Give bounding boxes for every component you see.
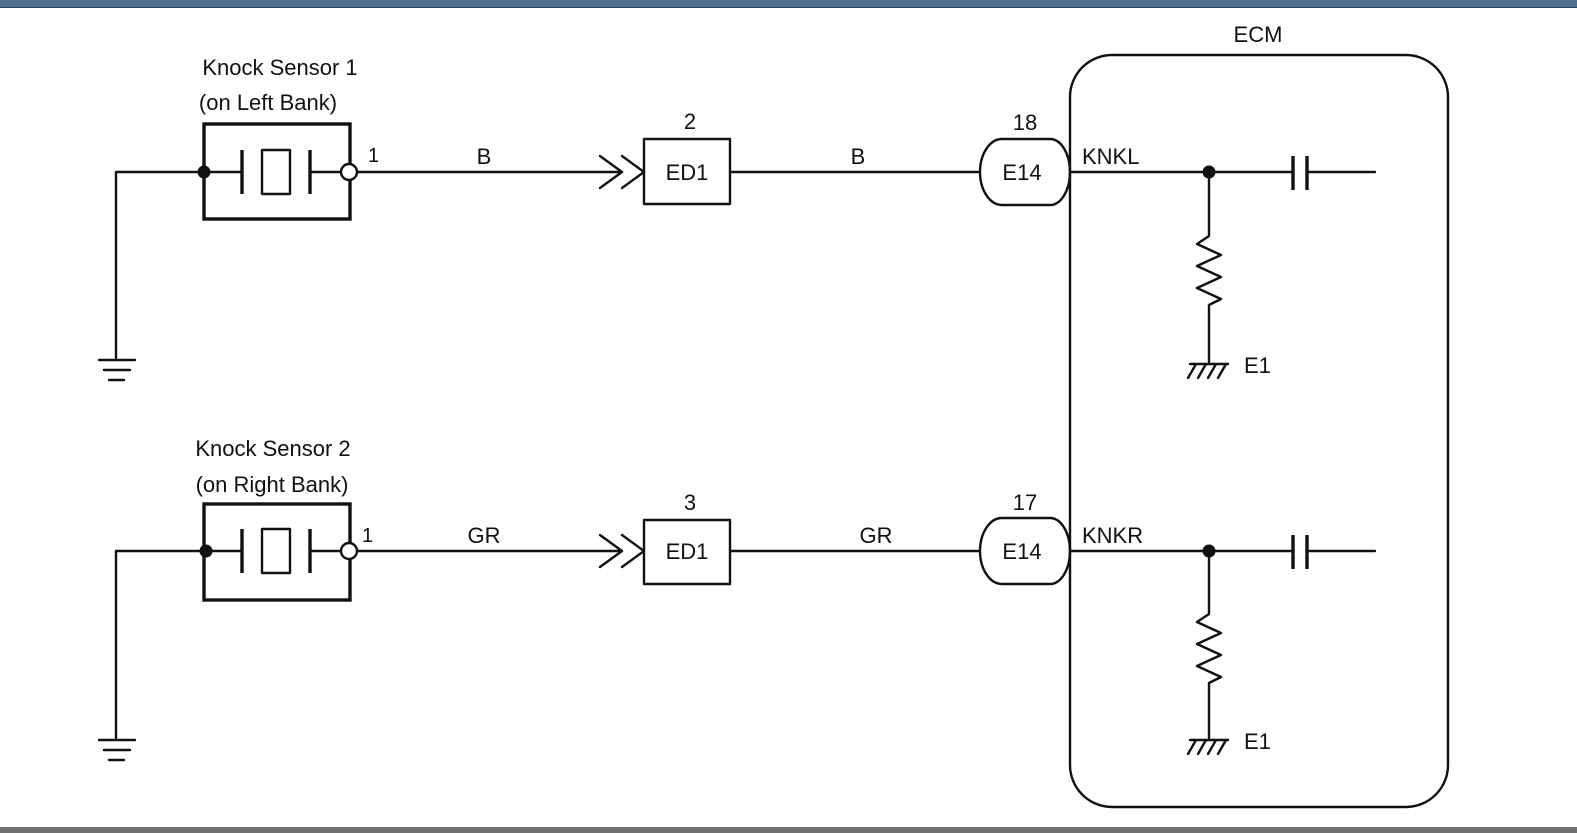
ecm-box [1068, 53, 1450, 809]
sensor1-connector-pin: 2 [684, 109, 696, 134]
circuit-knock-sensor-1: Knock Sensor 1 (on Left Bank) 1 B [97, 55, 1377, 382]
sensor2-wire-color-1: GR [468, 523, 501, 548]
circuit-knock-sensor-2: Knock Sensor 2 (on Right Bank) 1 GR [97, 436, 1377, 762]
sensor1-wire-color-1: B [477, 144, 492, 169]
piezo-element-icon [202, 148, 342, 196]
sensor2-ecm-pin: 17 [1013, 490, 1037, 515]
window-bottom-bar [0, 827, 1577, 833]
sensor2-ground-wire [114, 549, 208, 740]
window-top-bar [0, 0, 1577, 7]
resistor-icon [1195, 170, 1223, 364]
piezo-element-icon [204, 527, 342, 575]
sensor2-wire-color-2: GR [860, 523, 893, 548]
sensor2-signal: KNKR [1082, 523, 1143, 548]
resistor-icon [1195, 549, 1223, 740]
sensor1-ground-wire [114, 170, 206, 360]
sensor2-connector: ED1 [666, 539, 709, 564]
sensor2-title: Knock Sensor 2 [195, 436, 350, 461]
sensor2-pin: 1 [362, 525, 373, 547]
sensor2-ecm-connector-box [978, 516, 1072, 586]
capacitor-icon [1291, 535, 1377, 569]
ecm-label: ECM [1234, 22, 1283, 47]
sensor2-terminal-icon [339, 541, 359, 561]
chassis-ground-icon [1186, 738, 1230, 756]
ground-icon [97, 738, 137, 762]
sensor1-ecm-connector: E14 [1002, 160, 1041, 185]
sensor1-ecm-connector-box [978, 137, 1072, 207]
sensor2-ecm-connector: E14 [1002, 539, 1041, 564]
sensor1-title: Knock Sensor 1 [202, 55, 357, 80]
sensor1-ecm-pin: 18 [1013, 110, 1037, 135]
sensor1-ground: E1 [1244, 353, 1271, 378]
chassis-ground-icon [1186, 362, 1230, 380]
sensor1-subtitle: (on Left Bank) [199, 90, 337, 115]
sensor1-signal: KNKL [1082, 144, 1139, 169]
junction-dot-icon [197, 165, 211, 179]
sensor1-terminal-icon [339, 162, 359, 182]
junction-dot-icon [199, 544, 213, 558]
sensor1-pin: 1 [368, 145, 379, 167]
ground-icon [97, 358, 137, 382]
window-top-border [0, 7, 1577, 8]
capacitor-icon [1291, 156, 1377, 190]
sensor2-subtitle: (on Right Bank) [196, 472, 349, 497]
sensor1-wire-color-2: B [851, 144, 866, 169]
sensor2-ground: E1 [1244, 729, 1271, 754]
sensor1-connector: ED1 [666, 160, 709, 185]
sensor2-connector-pin: 3 [684, 490, 696, 515]
